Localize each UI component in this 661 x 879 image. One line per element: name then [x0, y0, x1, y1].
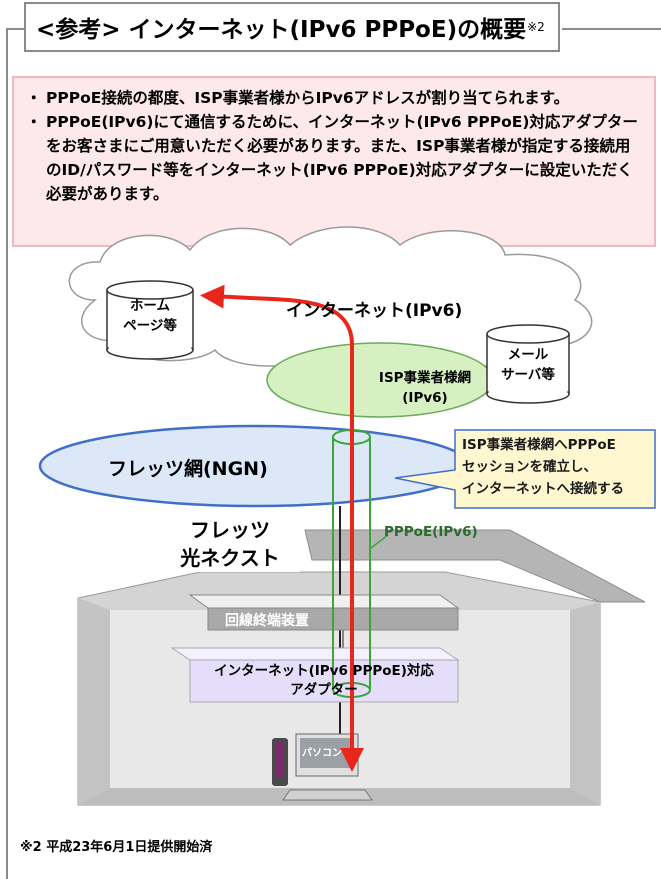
house-interior-wall-right	[570, 602, 600, 805]
connection-arrow	[200, 284, 354, 758]
mail-server-label-line2: サーバ等	[501, 367, 555, 383]
adapter-label-line1: インターネット(IPv6 PPPoE)対応	[214, 663, 434, 679]
callout-text-line1: ISP事業者様網へPPPoE	[462, 437, 616, 453]
homepage-label-line2: ページ等	[123, 318, 177, 334]
pppoe-label: PPPoE(IPv6)	[384, 524, 478, 540]
mail-server-label-line1: メール	[507, 347, 549, 363]
note-item: ・ PPPoE(IPv6)にて通信するために、インターネット(IPv6 PPPo…	[26, 110, 644, 206]
note-text: PPPoE接続の都度、ISP事業者様からIPv6アドレスが割り当てられます。	[46, 89, 570, 107]
adapter-device-icon	[170, 647, 460, 703]
bullet-mark: ・	[26, 113, 42, 131]
callout-text-line2: セッションを確立し、	[462, 459, 597, 475]
page-title-text: <参考> インターネット(IPv6 PPPoE)の概要	[36, 17, 527, 43]
isp-network-label: ISP事業者様網 (IPv6)	[370, 368, 480, 408]
homepage-label-line1: ホーム	[129, 298, 171, 314]
note-item: ・ PPPoE接続の都度、ISP事業者様からIPv6アドレスが割り当てられます。	[26, 86, 644, 110]
note-text: PPPoE(IPv6)にて通信するために、インターネット(IPv6 PPPoE)…	[46, 113, 638, 203]
callout-text-line3: インターネットへ接続する	[462, 481, 624, 497]
callout-text: ISP事業者様網へPPPoE セッションを確立し、 インターネットへ接続する	[462, 434, 624, 500]
frame-top-border-left	[6, 28, 24, 30]
bullet-mark: ・	[26, 89, 42, 107]
flets-next-label: フレッツ 光ネクスト	[160, 516, 300, 572]
internet-cloud-label: インターネット(IPv6)	[286, 301, 463, 321]
house-interior-wall-left	[78, 598, 110, 805]
flets-network-label: フレッツ網(NGN)	[108, 458, 268, 480]
page-title: <参考> インターネット(IPv6 PPPoE)の概要※2	[24, 2, 560, 52]
internet-cloud	[68, 226, 593, 370]
homepage-server-icon	[106, 280, 194, 360]
frame-left-border	[6, 28, 8, 879]
mail-server-label: メール サーバ等	[490, 345, 566, 385]
pc-label: パソコン	[302, 748, 342, 759]
homepage-label: ホーム ページ等	[112, 296, 188, 336]
mail-server-icon	[486, 324, 570, 404]
isp-network-label-line1: ISP事業者様網	[378, 370, 472, 386]
adapter-label: インターネット(IPv6 PPPoE)対応 アダプター	[190, 662, 458, 700]
callout-box	[394, 429, 656, 509]
footnote: ※2 平成23年6月1日提供開始済	[20, 840, 213, 855]
page-title-footnote-mark: ※2	[527, 20, 545, 34]
flets-next-label-line2: 光ネクスト	[180, 546, 280, 570]
onu-label: 回線終端装置	[225, 613, 309, 629]
isp-network-label-line2: (IPv6)	[402, 390, 448, 406]
frame-top-border-right	[562, 28, 661, 30]
adapter-label-line2: アダプター	[290, 682, 358, 698]
pppoe-label-leader	[370, 534, 389, 549]
flets-next-label-line1: フレッツ	[190, 518, 270, 542]
